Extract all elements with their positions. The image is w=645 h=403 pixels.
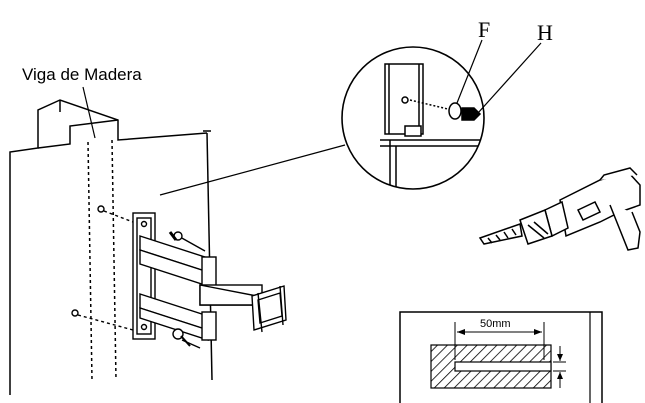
drill-depth-detail: 50mm bbox=[399, 311, 603, 403]
part-f-leader bbox=[456, 39, 483, 104]
part-f-label: F bbox=[478, 17, 490, 42]
wall-panel bbox=[9, 99, 213, 395]
vesa-head bbox=[251, 285, 287, 333]
zoom-leader bbox=[159, 144, 346, 196]
screw-icon bbox=[71, 205, 206, 349]
articulating-arms bbox=[139, 235, 263, 341]
dimension-label: 50mm bbox=[480, 318, 511, 330]
magnifier-circle bbox=[341, 46, 485, 190]
part-h-leader bbox=[477, 42, 542, 114]
part-h-label: H bbox=[537, 20, 553, 45]
wood-beam-label: Viga de Madera bbox=[22, 65, 142, 84]
drill-icon bbox=[478, 167, 641, 251]
wood-beam-leader bbox=[82, 86, 96, 139]
